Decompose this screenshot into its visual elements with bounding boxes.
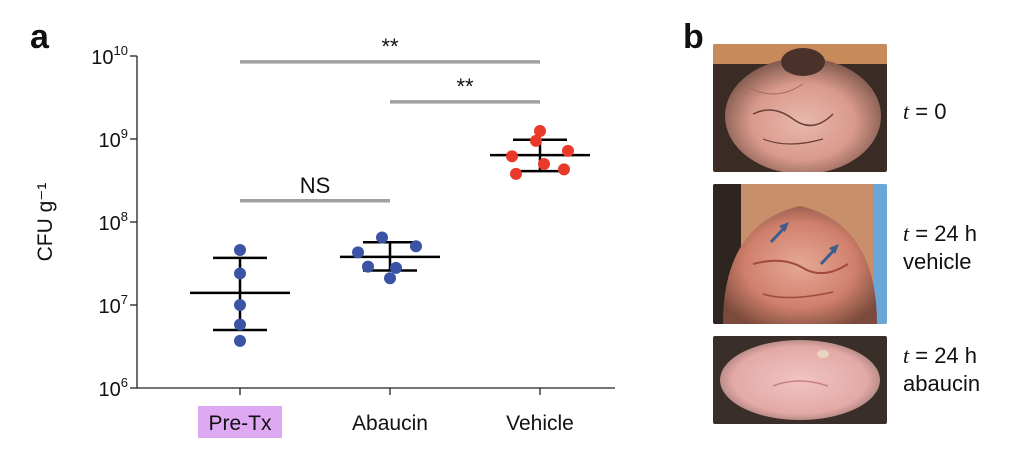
data-point	[538, 157, 550, 170]
x-category-label: Pre-Tx	[209, 412, 273, 435]
label-abaucin-condition: abaucin	[903, 371, 981, 396]
data-point	[234, 318, 246, 331]
panel-a-letter: a	[30, 18, 49, 56]
x-category-label: Abaucin	[352, 412, 428, 435]
y-axis-label: CFU g⁻¹	[34, 183, 57, 262]
data-point	[530, 134, 542, 147]
significance-label: **	[456, 74, 474, 99]
data-point	[534, 124, 546, 137]
label-vehicle-condition: vehicle	[903, 249, 972, 274]
label-vehicle-value: = 24 h	[909, 221, 978, 246]
y-tick-label: 108	[99, 209, 128, 235]
label-t0: t = 0	[903, 98, 946, 126]
data-point	[562, 144, 574, 157]
y-tick-label: 109	[99, 126, 128, 152]
y-tick-label: 1010	[91, 43, 128, 69]
significance-label: NS	[300, 173, 331, 198]
data-point	[510, 167, 522, 180]
label-vehicle: t = 24 h vehicle	[903, 220, 977, 276]
data-point	[558, 163, 570, 176]
label-abaucin-value: = 24 h	[909, 343, 978, 368]
data-point	[234, 299, 246, 311]
data-point	[410, 240, 422, 253]
data-point	[234, 267, 246, 280]
label-abaucin: t = 24 h abaucin	[903, 342, 980, 398]
data-point	[376, 231, 388, 244]
panel-b-letter: b	[683, 18, 704, 56]
data-point	[506, 150, 518, 163]
data-point	[234, 243, 246, 256]
wound-photo-abaucin	[713, 336, 887, 424]
significance-label: **	[381, 34, 399, 59]
label-t0-value: = 0	[909, 99, 947, 124]
category-highlight	[198, 406, 282, 438]
x-category-label: Vehicle	[506, 412, 574, 435]
wound-photo-vehicle	[713, 184, 887, 324]
label-vehicle-variable: t	[903, 221, 910, 246]
data-point	[352, 246, 364, 259]
label-t0-variable: t	[903, 99, 910, 124]
data-point	[390, 261, 402, 274]
wound-photo-t0	[713, 44, 887, 172]
data-point	[362, 260, 374, 273]
label-abaucin-variable: t	[903, 343, 910, 368]
y-tick-label: 106	[99, 375, 128, 401]
data-point	[234, 334, 246, 347]
label-abaucin-time: t = 24 h	[903, 342, 980, 370]
y-tick-label: 107	[99, 292, 128, 318]
label-vehicle-time: t = 24 h	[903, 220, 977, 248]
data-point	[384, 272, 396, 285]
